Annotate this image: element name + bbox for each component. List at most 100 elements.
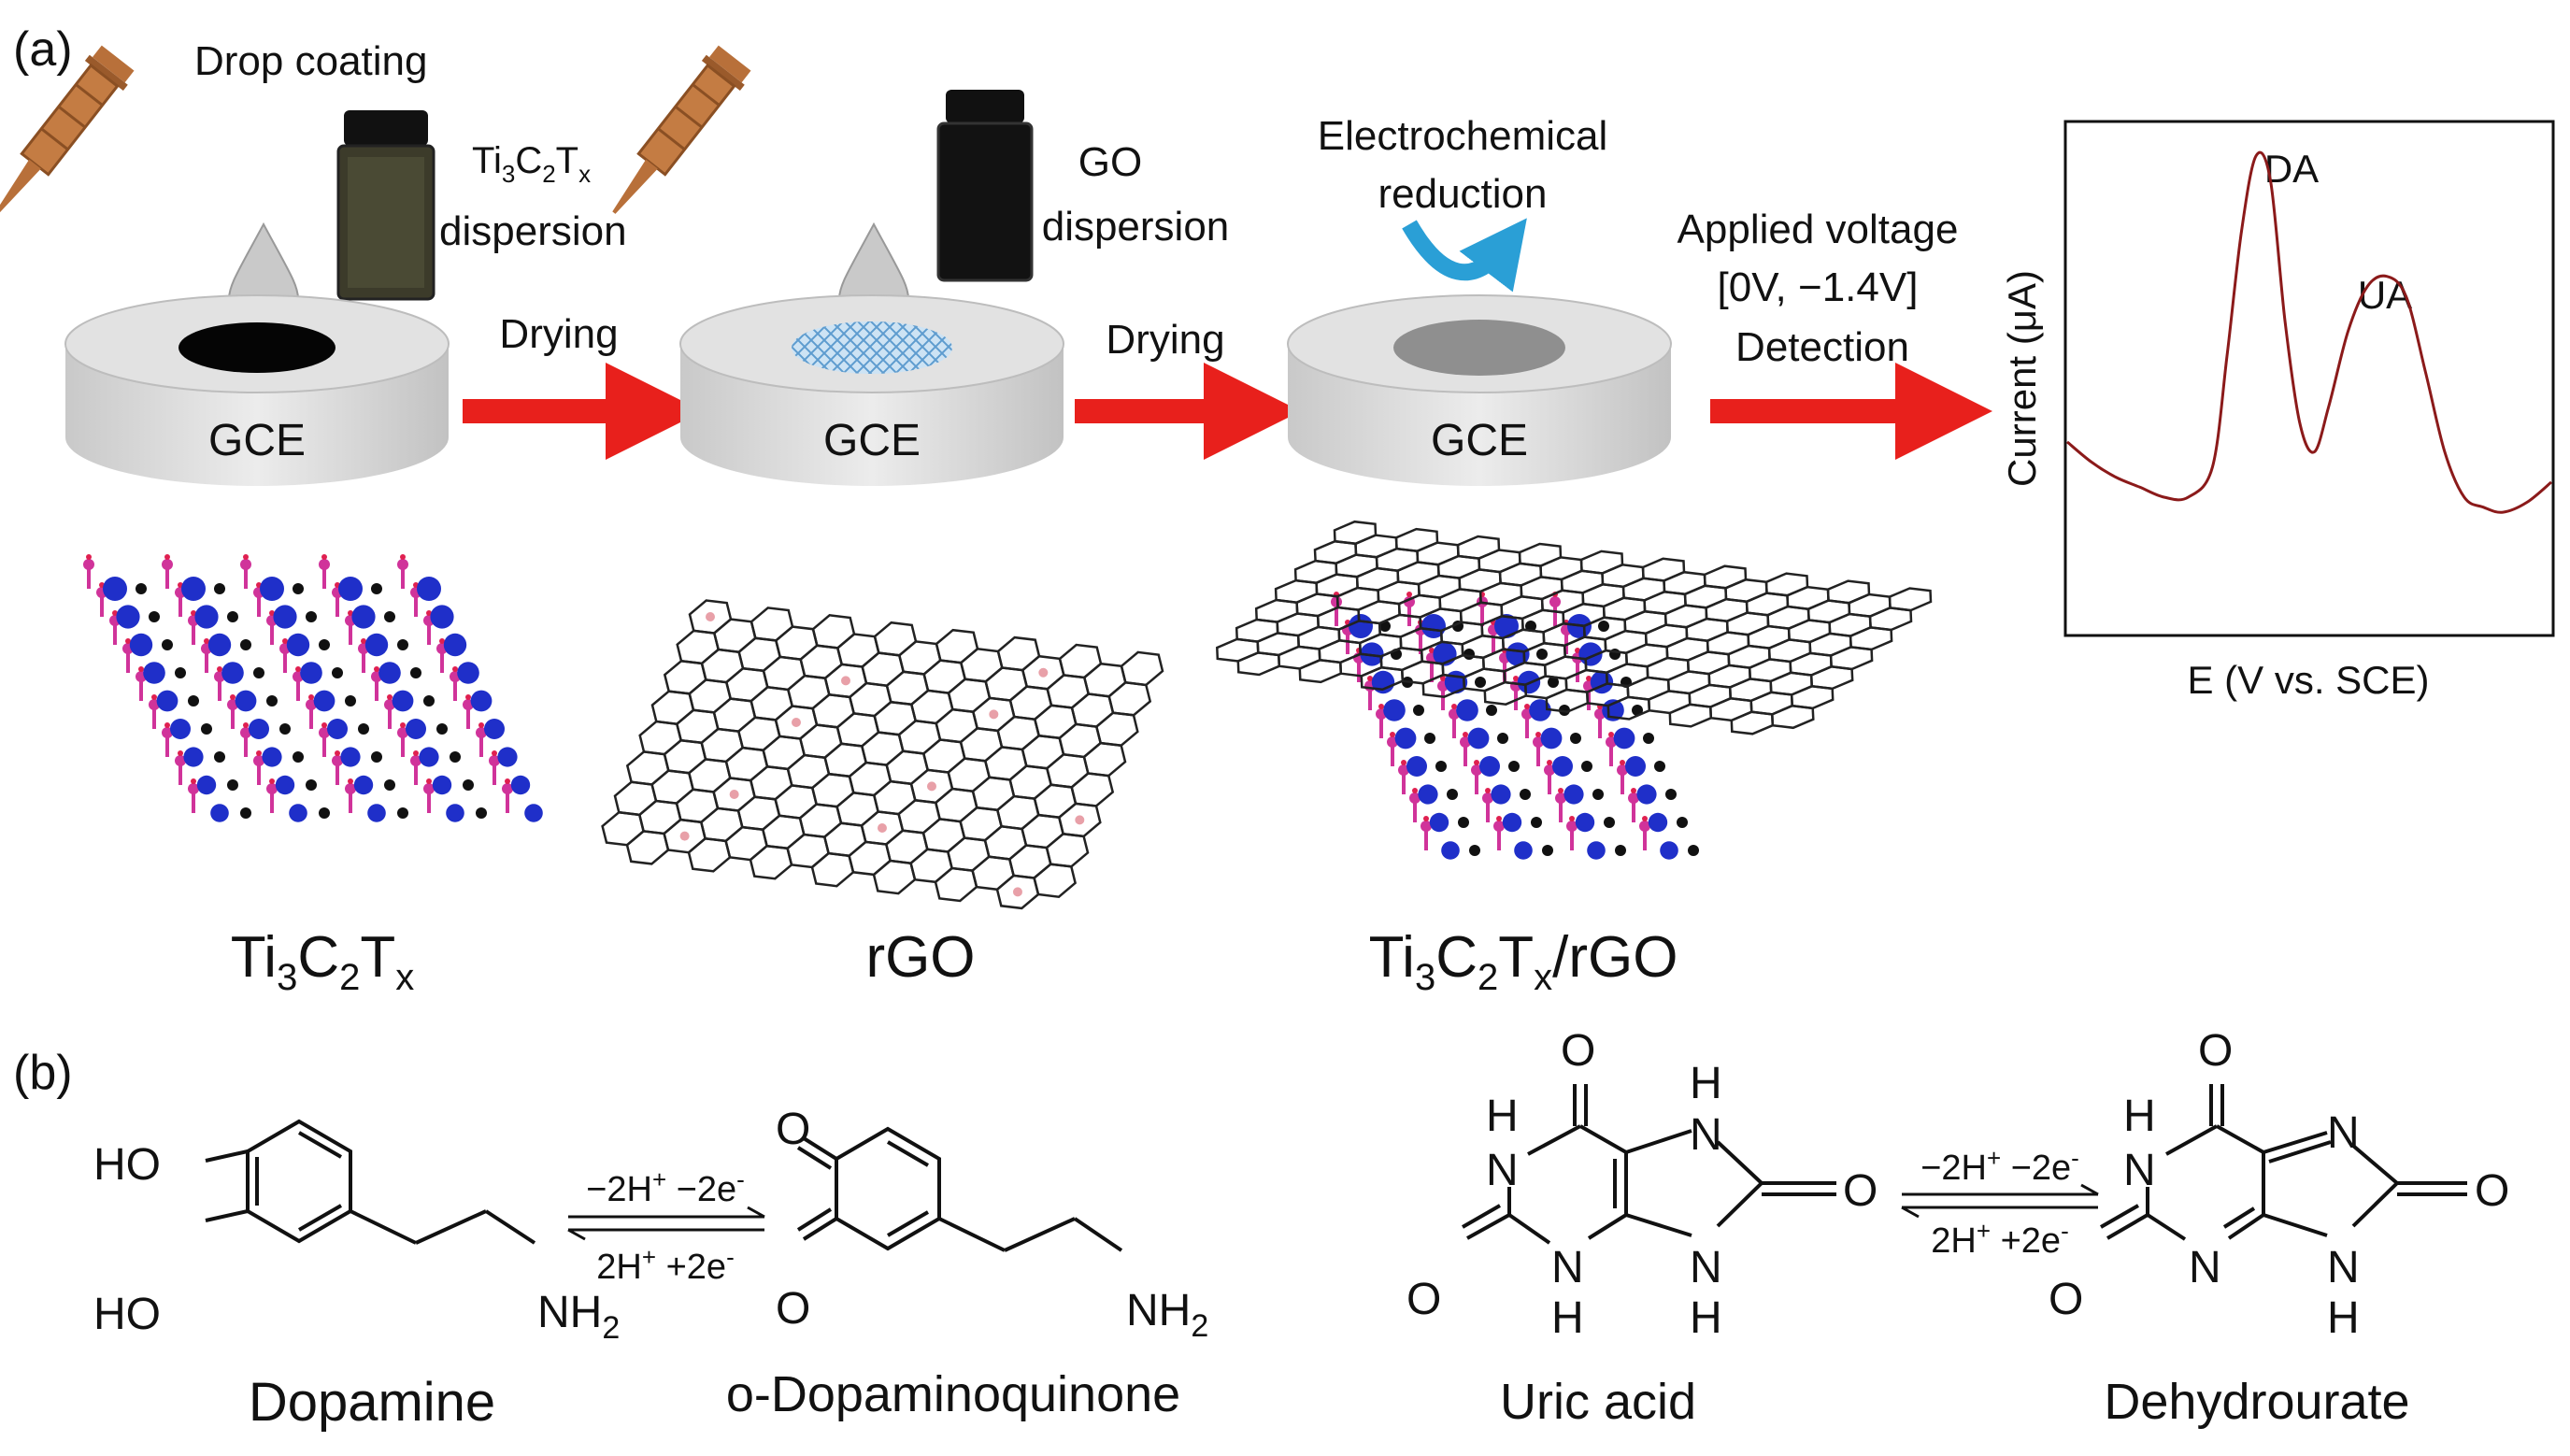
titanium-atom: [181, 577, 206, 601]
gce-electrode-2: [679, 294, 1064, 486]
titanium-atom: [1613, 727, 1635, 749]
chart-frame: [2063, 120, 2555, 637]
da-peak-label: DA: [2264, 147, 2319, 191]
hexagon-cell: [1379, 647, 1423, 672]
hexagon-cell: [761, 814, 806, 850]
hexagon-cell: [1256, 632, 1300, 657]
titanium-atom: [430, 605, 454, 629]
hexagon-cell: [971, 776, 1016, 812]
titanium-atom: [1421, 614, 1446, 638]
hexagon-cell: [873, 700, 918, 736]
hexagon-cell: [1046, 674, 1091, 709]
hexagon-cell: [1313, 539, 1358, 565]
hexagon-cell: [934, 866, 978, 903]
termination-atom: [162, 727, 173, 738]
carbon-atom: [136, 583, 147, 594]
termination-atom: [266, 783, 278, 794]
titanium-atom: [183, 747, 204, 767]
titanium-atom: [143, 662, 165, 684]
hexagon-cell: [1298, 659, 1343, 684]
titanium-atom: [1491, 784, 1511, 805]
titanium-atom: [497, 747, 518, 767]
hexagon-cell: [996, 635, 1041, 672]
termination-atom: [1549, 596, 1561, 607]
termination-atom: [1421, 821, 1432, 832]
dopamine-reverse-conditions: 2H+ +2e-: [596, 1243, 734, 1287]
hexagon-cell: [1601, 564, 1645, 589]
termination-atom: [1398, 764, 1409, 776]
hexagon-cell: [983, 824, 1028, 861]
termination-atom: [1482, 792, 1493, 804]
carbon-atom: [1581, 761, 1592, 772]
titanium-atom: [1383, 699, 1406, 721]
carbon-atom: [1520, 789, 1531, 800]
hexagon-cell: [799, 644, 844, 680]
uric-n-2: N: [1690, 1110, 1722, 1160]
panel-b-label: (b): [13, 1046, 73, 1100]
ti3c2tx-structure: [83, 554, 543, 822]
carbon-atom: [423, 695, 435, 707]
hexagon-cell: [1033, 783, 1078, 820]
hexagon-cell: [1688, 683, 1732, 708]
ti3c2tx-material-label: Ti3C2Tx: [231, 925, 415, 998]
termination-atom: [345, 783, 356, 794]
hexagon-cell: [601, 810, 645, 847]
titanium-atom: [275, 775, 295, 795]
titanium-atom: [1660, 841, 1678, 860]
electrochemical-label: Electrochemical: [1318, 113, 1608, 159]
termination-atom: [175, 755, 186, 766]
titanium-atom: [235, 690, 257, 712]
hexagon-cell: [774, 784, 818, 820]
go-vial-icon: [936, 90, 1034, 282]
hexagon-cell: [1602, 596, 1647, 621]
dehydrourate-name: Dehydrourate: [2104, 1374, 2409, 1430]
hexagon-cell: [1235, 618, 1279, 643]
dopamine-ho-bottom: HO: [93, 1290, 161, 1339]
hexagon-cell: [1254, 598, 1299, 623]
titanium-atom: [1394, 727, 1417, 749]
hexagon-cell: [1396, 561, 1440, 586]
titanium-atom: [170, 719, 191, 739]
composite-rgo-structure: [1216, 520, 1933, 735]
dehydro-h-1: H: [2123, 1092, 2156, 1141]
carbon-atom: [371, 751, 382, 763]
termination-atom: [476, 727, 487, 738]
carbon-atom: [1458, 817, 1469, 828]
termination-atom: [332, 755, 343, 766]
titanium-atom: [432, 775, 452, 795]
hexagon-cell: [872, 859, 917, 895]
hexagon-cell: [1394, 527, 1439, 552]
termination-atom: [319, 727, 330, 738]
hexagon-cell: [1579, 550, 1624, 575]
carbon-atom: [397, 807, 408, 819]
titanium-atom: [286, 633, 310, 657]
hexagon-cell: [1641, 557, 1686, 582]
hexagon-cell: [1518, 542, 1563, 567]
carbon-atom: [1665, 789, 1677, 800]
titanium-atom: [392, 690, 414, 712]
hexagon-cell: [873, 621, 918, 657]
carbon-atom: [293, 583, 304, 594]
carbon-atom: [1531, 817, 1542, 828]
hexagon-cell: [1335, 586, 1380, 611]
hexagon-cell: [1355, 566, 1400, 592]
titanium-atom: [313, 690, 336, 712]
hexagon-cell: [1747, 624, 1791, 649]
hexagon-cell: [983, 746, 1028, 781]
hexagon-cell: [1683, 584, 1728, 609]
hexagon-cell: [625, 750, 670, 786]
carbon-atom: [410, 667, 421, 678]
carbon-atom: [1604, 817, 1615, 828]
titanium-atom: [1552, 756, 1573, 777]
termination-atom: [188, 783, 199, 794]
hexagon-cell: [1725, 611, 1770, 636]
titanium-atom: [524, 804, 543, 822]
carbon-atom: [188, 695, 199, 707]
hexagon-cell: [1771, 704, 1815, 730]
carbon-atom: [1643, 733, 1654, 744]
hexagon-cell: [1082, 741, 1127, 778]
hexagon-cell: [848, 761, 892, 797]
titanium-atom: [510, 775, 531, 795]
hexagon-cell: [909, 689, 954, 725]
carbon-atom: [1508, 761, 1520, 772]
